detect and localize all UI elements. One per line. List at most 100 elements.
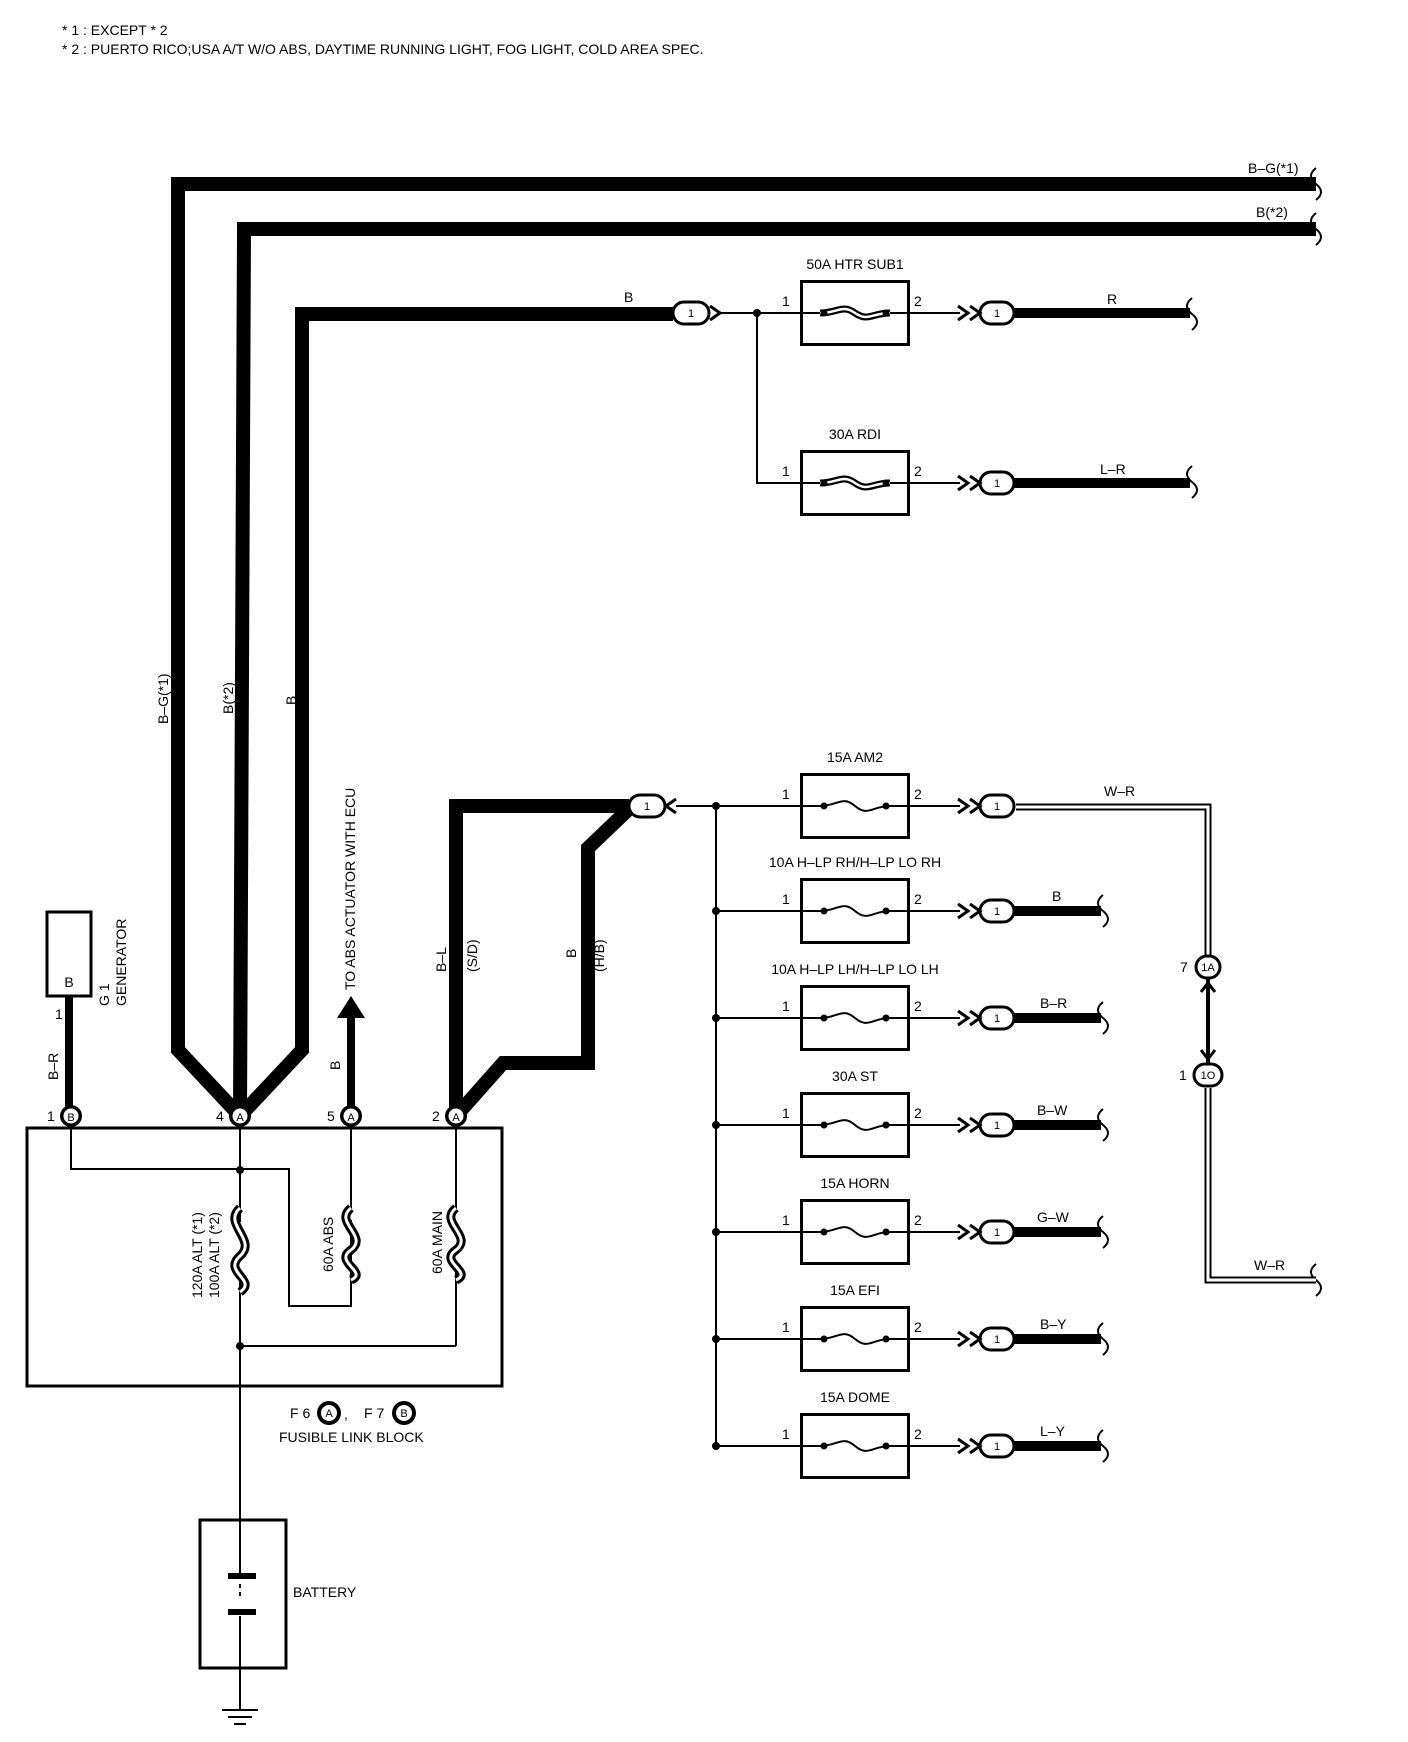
fuse-label: 30A RDI [829,426,881,442]
fuse-pin-out: 2 [914,293,922,309]
fuse-pin-in: 1 [782,891,790,907]
fusible-link-block-title: FUSIBLE LINK BLOCK [279,1429,424,1445]
fuse-label: 30A ST [832,1068,878,1084]
fuse-pin-out: 2 [914,1105,922,1121]
fuse-icon [800,985,910,1051]
main-feed-hb-wire [450,800,637,1121]
block-pin-num: 4 [216,1108,224,1124]
fuse-wire-label: B–Y [1040,1316,1067,1332]
block-ref-f7-conn: B [400,1408,407,1420]
block-pin: B1 [47,1105,82,1127]
block-ref-sep: , [344,1406,348,1422]
upper-fuse-group: 50A HTR SUB1 1 2 1 R 30A RDI 1 2 1L–R [782,256,1190,515]
top-wire-b2-label: B(*2) [1256,204,1288,220]
wr-double-wire [1016,803,1316,1284]
fuse-pin-out: 2 [914,1426,922,1442]
fuse-label: 15A HORN [820,1175,889,1191]
generator-pin: 1 [55,1006,63,1022]
block-pin-num: 5 [327,1108,335,1124]
svg-text:1A: 1A [1201,962,1215,974]
generator: B 1 G 1 GENERATOR B–R [45,910,129,1108]
fuse-pin-in: 1 [782,1105,790,1121]
fuse-connector-num: 1 [994,1334,1000,1346]
fuse-pin-in: 1 [782,1212,790,1228]
fuse-icon [800,1306,910,1372]
fuse-icon [800,1413,910,1479]
fuse-wire-label: B [1052,888,1061,904]
fuse-pin-in: 1 [782,463,790,479]
lower-fuse-group: 15A AM2 1 2 1 W–R 10A H–LP RH/H–LP LO RH 1 2 1 B 1… [712,749,1135,1479]
fuse-label: 10A H–LP LH/H–LP LO LH [771,961,939,977]
main-feed-sd-wire [449,799,629,1116]
fuse-row: 30A ST 1 2 1 [712,1068,1101,1158]
fuse-row: 15A DOME 1 2 1 [712,1389,1101,1479]
main-feed-bl-label: B–L [433,947,449,972]
fuse-icon [800,878,910,944]
block-pin: A5 [327,1105,362,1127]
trunk-wires [171,177,1316,1121]
note-1: * 1 : EXCEPT * 2 [62,22,168,38]
block-ref-f6-conn: A [325,1408,333,1420]
generator-wire-label: B–R [45,1053,61,1080]
upper-bus-drop [756,313,800,484]
generator-terminal: B [64,974,73,990]
fuse-pin-out: 2 [914,998,922,1014]
fuse-pin-out: 2 [914,463,922,479]
block-pin-num: 2 [432,1108,440,1124]
main-feed-connector: 1 [627,793,677,819]
junction-connector: 1A 7 1O 1 [1179,954,1224,1088]
battery: BATTERY [198,1518,357,1725]
abs-link-label: 60A ABS [320,1217,336,1272]
block-ref-f7: F 7 [364,1405,384,1421]
svg-text:1O: 1O [1201,1070,1216,1082]
fuse-wire-label: W–R [1104,783,1135,799]
svg-text:1: 1 [644,801,650,813]
fusible-link-block: 120A ALT (*1) 100A ALT (*2) 60A ABS 60A … [25,1126,504,1520]
fuse-connector-num: 1 [994,308,1000,320]
alt-label-1: 120A ALT (*1) [189,1212,205,1298]
fuse-connector-num: 1 [994,1441,1000,1453]
junction-pin-bottom: 1 [1179,1067,1187,1083]
fuse-pin-in: 1 [782,1319,790,1335]
vertical-bg1-label: B–G(*1) [155,673,171,724]
fuse-icon [800,452,910,515]
fuse-connector-num: 1 [994,1227,1000,1239]
main-link-label: 60A MAIN [429,1211,445,1274]
upper-bus-junction [753,309,761,317]
upper-feed-connector: B 1 [624,289,723,326]
main-feed-hb-label: (H/B) [591,939,607,972]
fuse-connector-num: 1 [994,478,1000,490]
wire-end-symbols [1097,167,1322,1463]
alt-label-2: 100A ALT (*2) [206,1212,222,1298]
battery-label: BATTERY [293,1584,357,1600]
fuse-pin-in: 1 [782,1426,790,1442]
fuse-label: 15A AM2 [827,749,883,765]
block-pin-conn: A [347,1112,355,1124]
fuse-pin-out: 2 [914,891,922,907]
fuse-wire-label: G–W [1037,1209,1070,1225]
fuse-label: 15A EFI [830,1282,880,1298]
block-pin-conn: B [67,1112,74,1124]
fuse-wire-label: B–R [1040,995,1067,1011]
fuse-wire-label: L–R [1100,461,1126,477]
fuse-connector-num: 1 [994,1120,1000,1132]
fuse-pin-out: 2 [914,786,922,802]
abs-output: B TO ABS ACTUATOR WITH ECU [327,788,365,1108]
fuse-wire-label: R [1107,291,1117,307]
fuse-label: 10A H–LP RH/H–LP LO RH [769,854,941,870]
block-pin-conn: A [236,1112,244,1124]
fuse-label: 50A HTR SUB1 [806,256,903,272]
vertical-b-label: B [283,696,299,705]
vertical-b2-label: B(*2) [220,682,236,714]
junction-pin-top: 7 [1180,959,1188,975]
fuse-row: 30A RDI 1 2 1 [782,426,1190,515]
fuse-label: 15A DOME [820,1389,890,1405]
fuse-icon [800,282,910,345]
fuse-pin-in: 1 [782,998,790,1014]
fuse-icon [800,773,910,839]
